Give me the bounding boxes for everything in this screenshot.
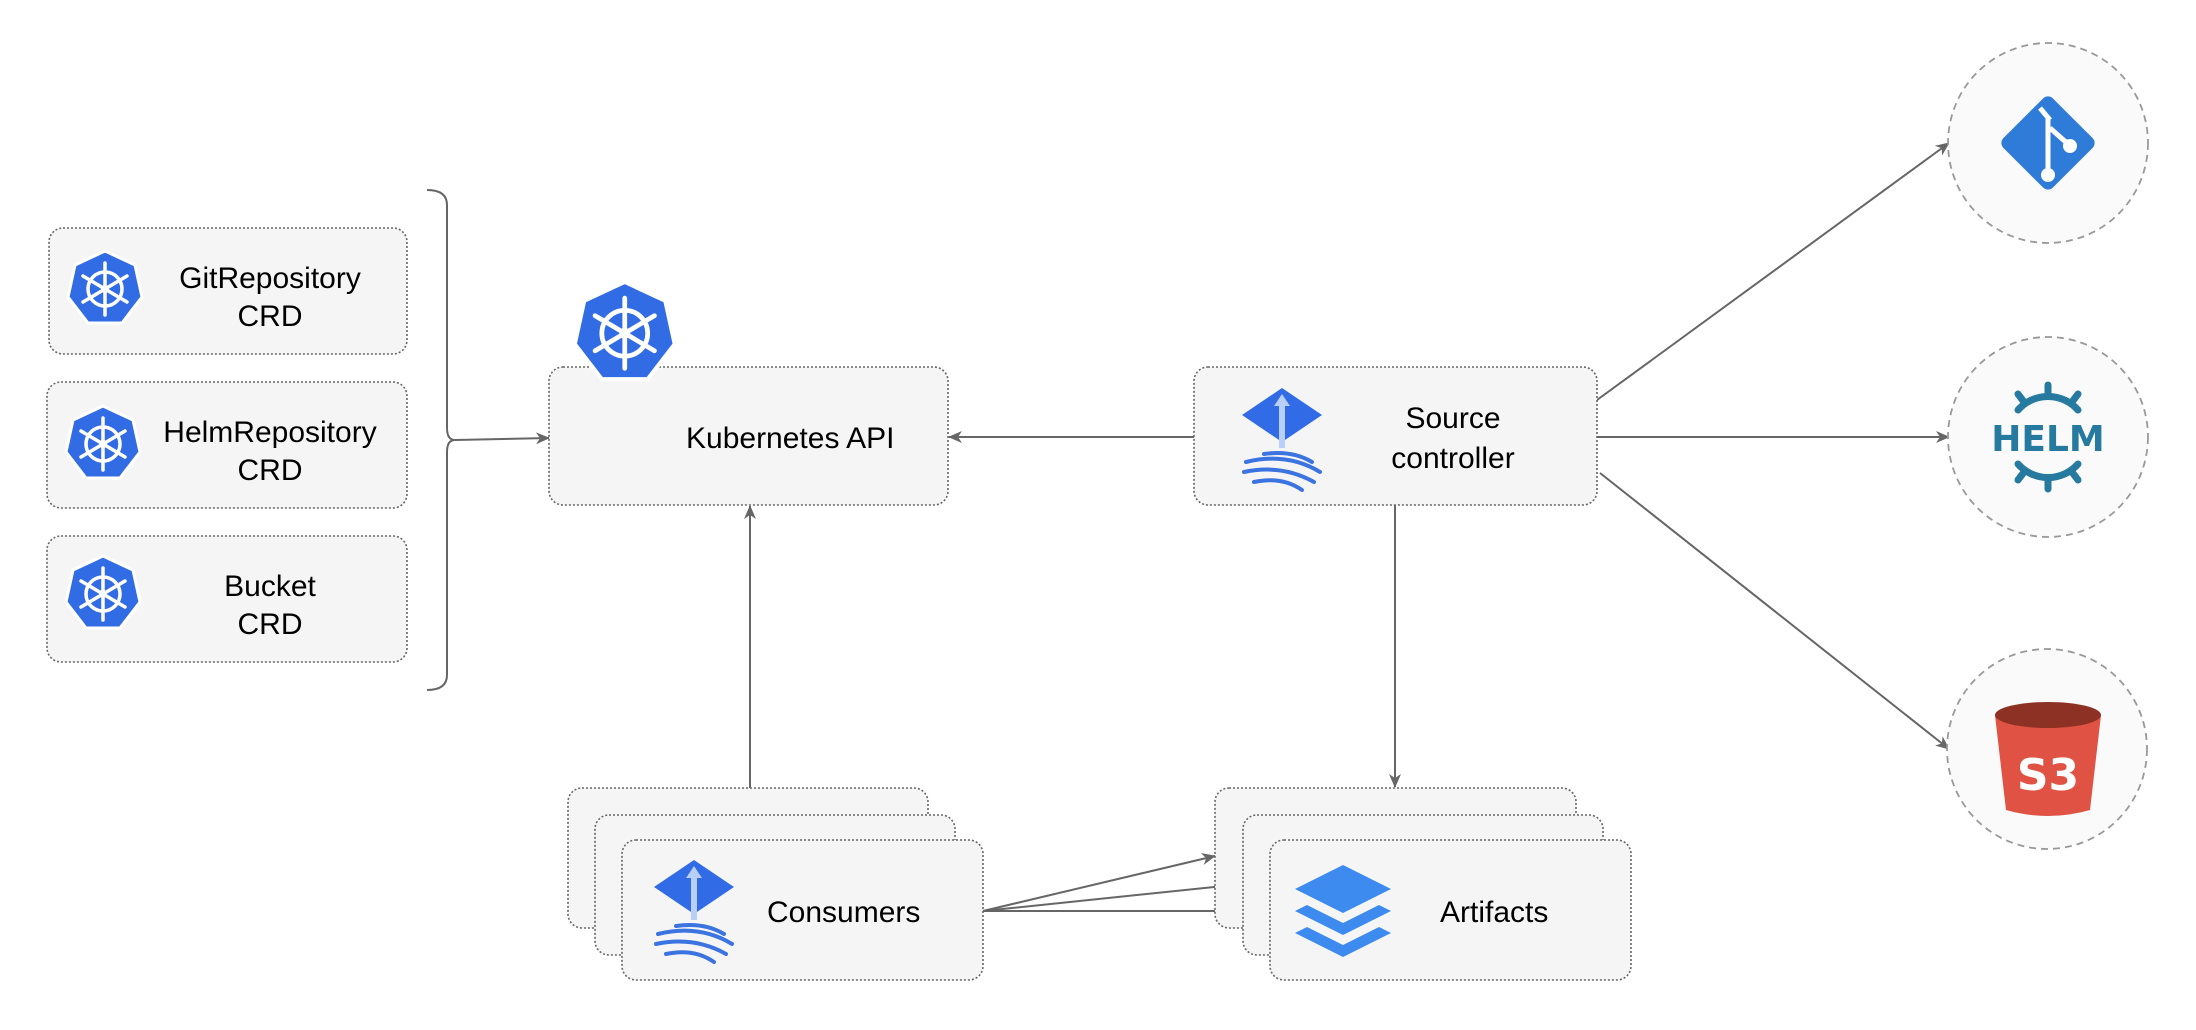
node-label: HelmRepository	[163, 416, 376, 449]
node-label: CRD	[238, 454, 303, 487]
helm-icon: HELM	[1991, 381, 2105, 493]
node-helm-repository-crd[interactable]: HelmRepository CRD	[46, 381, 408, 509]
node-label: CRD	[238, 608, 303, 641]
edges	[426, 142, 1950, 917]
edge-source-controller-to-git	[1596, 142, 1950, 401]
node-helm[interactable]: HELM	[1947, 336, 2149, 538]
node-bucket-crd[interactable]: Bucket CRD	[46, 535, 408, 663]
node-label: Kubernetes API	[686, 422, 894, 455]
node-source-controller[interactable]: Source controller	[1193, 366, 1598, 506]
node-s3[interactable]: S3	[1946, 648, 2148, 850]
kubernetes-icon	[64, 404, 142, 480]
crd-brace	[426, 189, 456, 691]
kubernetes-icon	[575, 282, 675, 379]
node-label: CRD	[238, 300, 303, 333]
node-label: Bucket	[224, 570, 316, 603]
node-label: GitRepository	[179, 262, 361, 295]
s3-logo-text: S3	[2017, 750, 2079, 801]
node-kubernetes-api[interactable]: Kubernetes API	[548, 282, 949, 506]
node-git[interactable]	[1947, 42, 2149, 244]
node-git-repository-crd[interactable]: GitRepository CRD	[48, 227, 408, 355]
edge-crds-to-kubernetes-api	[454, 432, 550, 445]
kubernetes-icon	[66, 249, 144, 325]
edge-consumers-to-artifacts-2	[982, 879, 1244, 912]
edge-source-controller-to-s3	[1599, 472, 1950, 750]
git-icon	[2001, 96, 2095, 190]
node-label: Artifacts	[1440, 896, 1548, 929]
kubernetes-icon	[64, 554, 142, 630]
s3-bucket-icon: S3	[1995, 702, 2101, 816]
node-artifacts[interactable]: Artifacts	[1214, 787, 1632, 981]
edge-consumers-to-artifacts-1	[982, 853, 1216, 912]
helm-logo-text: HELM	[1991, 419, 2104, 460]
node-label: Consumers	[767, 896, 920, 929]
node-consumers[interactable]: Consumers	[567, 787, 984, 981]
node-label: controller	[1391, 442, 1514, 475]
node-label: Source	[1405, 402, 1500, 435]
